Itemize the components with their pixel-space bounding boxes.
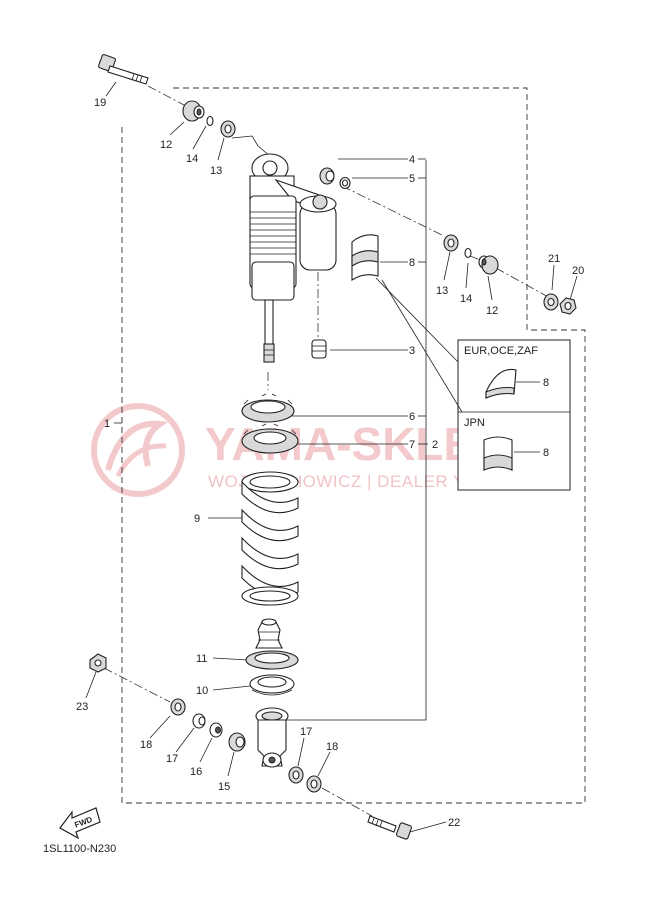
nut-23 [89,653,107,673]
assembly-axes [103,85,551,817]
collar-17-right [288,766,304,784]
callout-16: 16 [190,766,202,778]
diagram-code: 1SL1100-N230 [43,843,116,855]
bushing-4 [319,167,335,185]
callout-4: 4 [409,154,415,166]
callout-1: 1 [104,418,110,430]
callout-5: 5 [409,173,415,185]
bushing-15 [228,732,246,752]
callout-19: 19 [94,97,106,109]
bolt-22 [367,815,413,840]
inset-part-top: 8 [543,377,549,389]
valve-cap-3 [311,339,327,359]
assembly-boundary [121,87,586,804]
callout-14-left: 14 [186,153,198,165]
callout-23: 23 [76,701,88,713]
inset-heading-top: EUR,OCE,ZAF [464,345,538,357]
washer-5 [339,176,351,190]
adjust-ring-6 [241,393,295,423]
rubber-8 [351,234,379,282]
spring-9 [241,471,299,606]
callout-13-left: 13 [210,165,222,177]
bump-stopper [255,618,283,649]
callout-21: 21 [548,253,560,265]
callout-18-right: 18 [326,741,338,753]
reservoir [299,194,337,271]
callout-2: 2 [432,439,438,451]
inset-heading-bottom: JPN [464,417,485,429]
bushing-12-left [182,100,205,122]
callout-14-right: 14 [460,293,472,305]
leader-lines [85,81,578,833]
oring-14-left [206,115,214,127]
callout-9: 9 [194,513,200,525]
spring-seat-10 [249,674,295,696]
callout-6: 6 [409,411,415,423]
reference-bracket [286,160,427,721]
washer-18-right [306,775,322,793]
callout-12-left: 12 [160,139,172,151]
callout-15: 15 [218,781,230,793]
inset-connectors [375,277,463,413]
spring-guide-11 [245,650,299,670]
callout-18-left: 18 [140,739,152,751]
callout-11: 11 [196,653,207,665]
callout-10: 10 [196,685,208,697]
washer-18-left [170,698,186,716]
callout-7: 7 [409,439,415,451]
bearing-16 [209,722,223,738]
locknut-7 [241,423,299,454]
bolt-19 [98,54,149,85]
callout-13-right: 13 [436,285,448,297]
nut-20 [559,297,577,315]
callout-3: 3 [409,345,415,357]
washer-21 [543,293,559,311]
callout-17-right: 17 [300,726,312,738]
bushing-12-right [478,255,499,275]
inset-part-bottom: 8 [543,447,549,459]
oring-14-right [464,247,472,259]
callout-17-left: 17 [166,753,178,765]
lower-clevis [255,707,289,768]
callout-labels: 1 2 3 4 5 6 7 8 9 10 11 12 12 13 13 14 1… [76,97,584,829]
washer-13-left [220,120,236,138]
fwd-arrow-icon: FWD [59,807,101,840]
callout-22: 22 [448,817,460,829]
collar-17-left [192,713,206,729]
callout-8: 8 [409,257,415,269]
callout-12-right: 12 [486,305,498,317]
callout-20: 20 [572,265,584,277]
watermark-logo-icon [91,403,185,497]
inset-box: EUR,OCE,ZAF JPN 8 8 [457,339,571,491]
washer-13-right [443,234,459,252]
